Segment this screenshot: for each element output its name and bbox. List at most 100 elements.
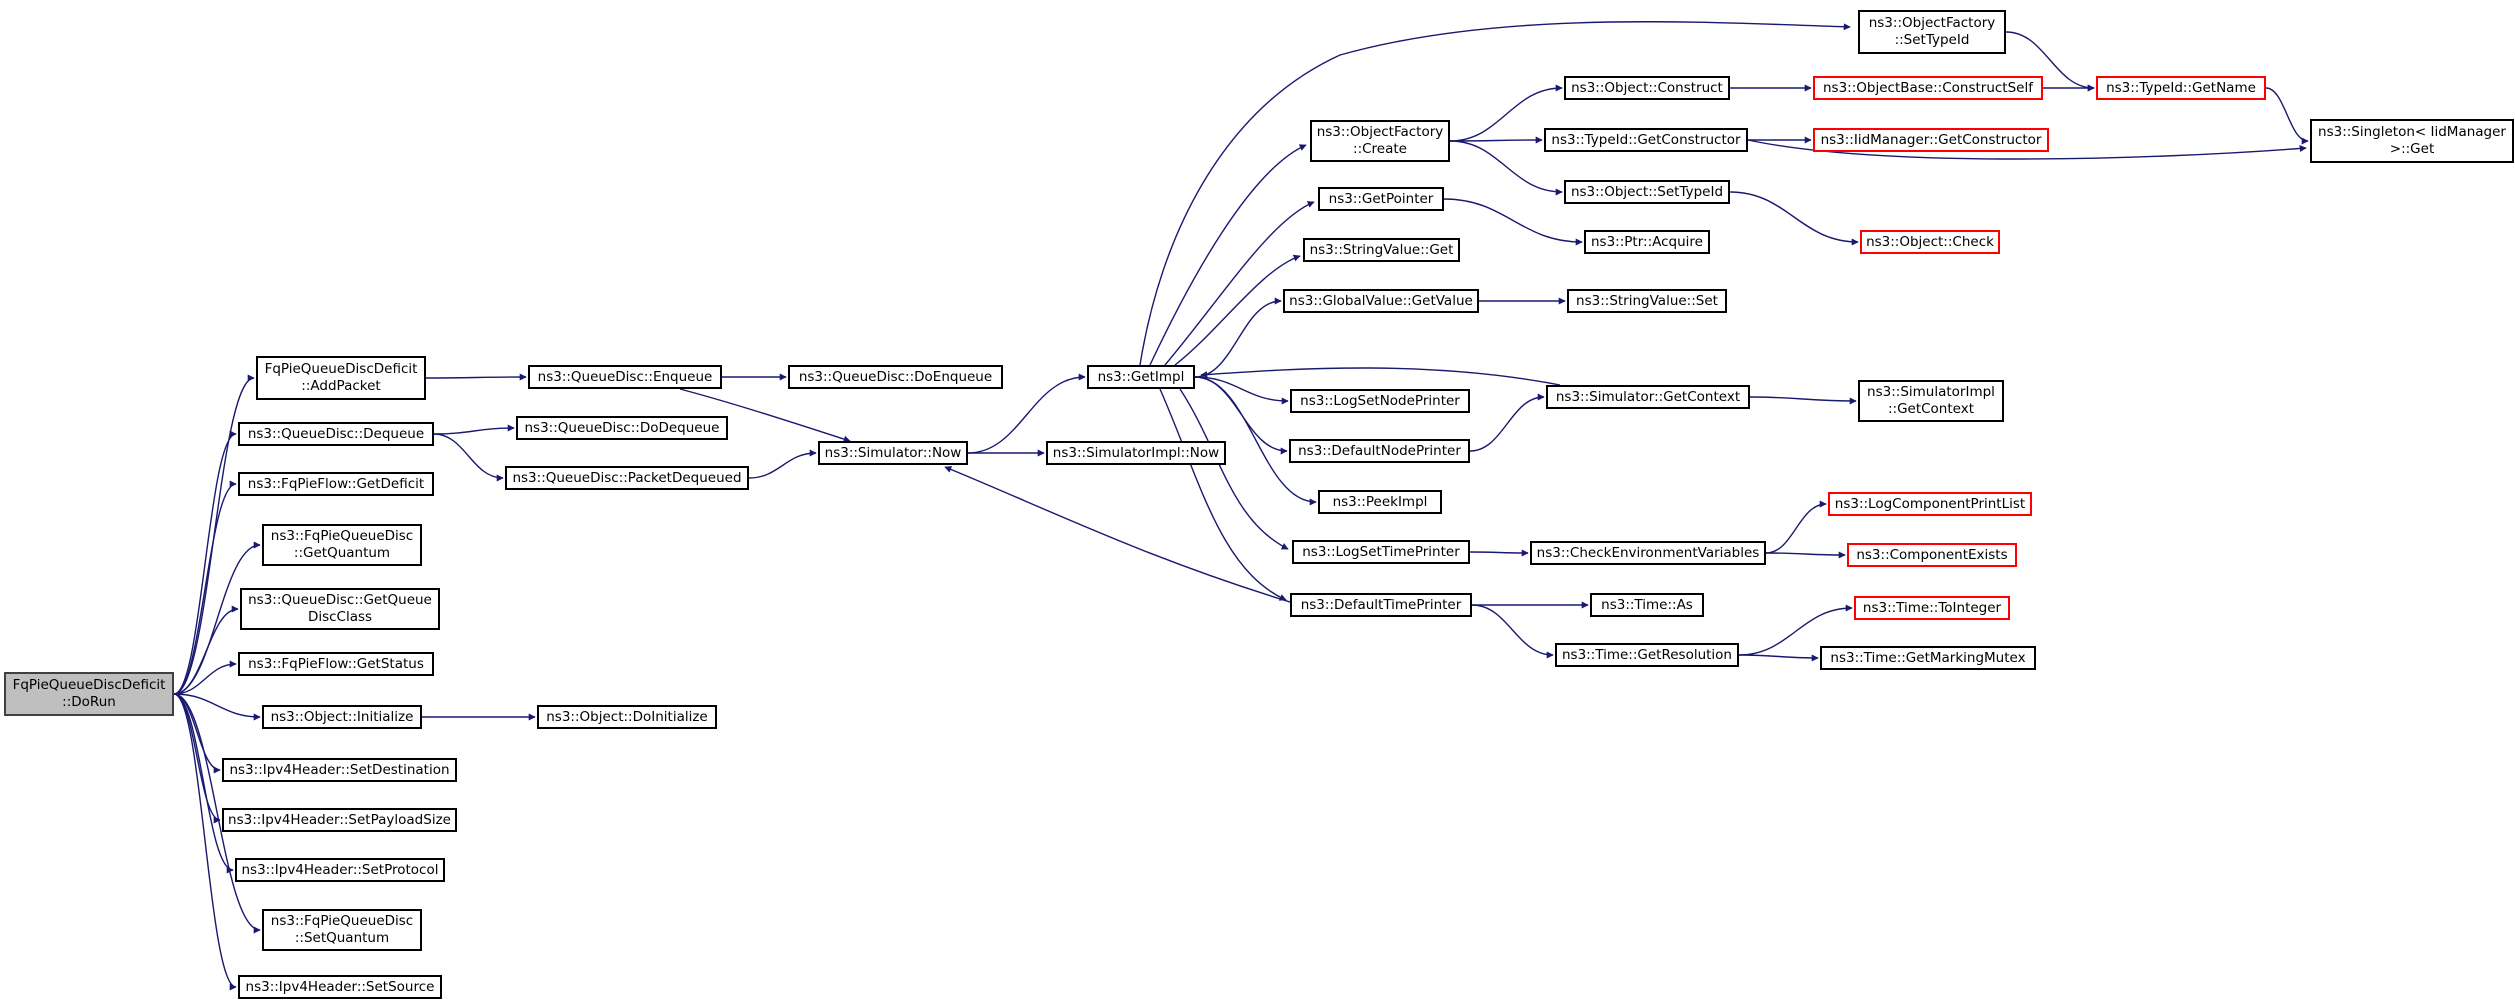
node-time-getresolution[interactable]: ns3::Time::GetResolution (1555, 643, 1739, 667)
node-getstatus[interactable]: ns3::FqPieFlow::GetStatus (238, 652, 434, 676)
node-label: ns3::StringValue::Set (1576, 292, 1718, 309)
node-simimpl-getcontext[interactable]: ns3::SimulatorImpl::GetContext (1858, 380, 2004, 422)
edge-checkenvvars-to-logcomponentprintlist (1765, 500, 1827, 554)
edge-sim-now-to-getimpl (967, 373, 1086, 454)
node-objfactory-settypeid[interactable]: ns3::ObjectFactory::SetTypeId (1858, 10, 2006, 54)
node-time-as[interactable]: ns3::Time::As (1590, 593, 1704, 617)
node-label: ::GetQuantum (293, 545, 391, 561)
node-checkenvvars[interactable]: ns3::CheckEnvironmentVariables (1530, 541, 1766, 565)
node-initialize[interactable]: ns3::Object::Initialize (262, 705, 422, 729)
node-objfactory-create[interactable]: ns3::ObjectFactory::Create (1310, 120, 1450, 162)
node-time-getmarkingmutex[interactable]: ns3::Time::GetMarkingMutex (1820, 646, 2036, 670)
node-typeid-getconstructor[interactable]: ns3::TypeId::GetConstructor (1544, 128, 1748, 152)
node-componentexists[interactable]: ns3::ComponentExists (1847, 543, 2017, 567)
node-setsource[interactable]: ns3::Ipv4Header::SetSource (238, 975, 442, 999)
node-label: ns3::LogSetNodePrinter (1300, 392, 1460, 409)
node-label: ns3::FqPieQueueDisc (270, 913, 414, 929)
node-label: ns3::ObjectFactory (1868, 15, 1996, 31)
node-ptr-acquire[interactable]: ns3::Ptr::Acquire (1584, 230, 1710, 254)
node-setprotocol[interactable]: ns3::Ipv4Header::SetProtocol (235, 858, 445, 882)
edge-defaultnodeprinter-to-sim-getcontext (1469, 393, 1545, 452)
edge-getimpl-to-objfactory-settypeid (1139, 21, 1851, 366)
node-qd-dodequeue[interactable]: ns3::QueueDisc::DoDequeue (516, 416, 728, 440)
node-getquantum[interactable]: ns3::FqPieQueueDisc::GetQuantum (262, 524, 422, 566)
edge-time-getresolution-to-time-tointeger (1738, 604, 1853, 656)
edge-root-to-qd-dequeue (173, 430, 237, 695)
edge-getimpl-to-logsettimeprinter (1179, 388, 1289, 550)
node-label: ns3::GetImpl (1097, 368, 1185, 385)
edge-object-settypeid-to-object-check (1729, 191, 1859, 246)
node-globalvalue-getvalue[interactable]: ns3::GlobalValue::GetValue (1283, 289, 1479, 313)
node-addpacket[interactable]: FqPieQueueDiscDeficit::AddPacket (256, 356, 426, 400)
node-stringvalue-set[interactable]: ns3::StringValue::Set (1567, 289, 1727, 313)
node-label: ::AddPacket (301, 378, 381, 394)
node-root[interactable]: FqPieQueueDiscDeficit::DoRun (4, 672, 174, 716)
node-setquantum[interactable]: ns3::FqPieQueueDisc::SetQuantum (262, 909, 422, 951)
node-object-settypeid[interactable]: ns3::Object::SetTypeId (1564, 180, 1730, 204)
node-label: ns3::FqPieQueueDisc (270, 528, 414, 544)
node-sim-getcontext[interactable]: ns3::Simulator::GetContext (1546, 385, 1750, 409)
node-peekimpl[interactable]: ns3::PeekImpl (1318, 490, 1442, 514)
node-setpayloadsize[interactable]: ns3::Ipv4Header::SetPayloadSize (222, 808, 457, 832)
node-obj-doinitialize[interactable]: ns3::Object::DoInitialize (537, 705, 717, 729)
node-stringvalue-get[interactable]: ns3::StringValue::Get (1303, 238, 1460, 262)
node-label: ns3::QueueDisc::Enqueue (537, 368, 713, 385)
node-singleton-get[interactable]: ns3::Singleton< IidManager >::Get (2310, 119, 2514, 163)
node-getimpl[interactable]: ns3::GetImpl (1087, 365, 1195, 389)
node-label: ns3::Ipv4Header::SetProtocol (241, 861, 439, 878)
node-defaultnodeprinter[interactable]: ns3::DefaultNodePrinter (1289, 439, 1470, 463)
node-label: ns3::Object::Construct (1571, 79, 1723, 96)
node-label: ns3::GetPointer (1328, 190, 1434, 207)
node-qd-doenqueue[interactable]: ns3::QueueDisc::DoEnqueue (788, 365, 1003, 389)
edge-getimpl-to-stringvalue-get (1174, 254, 1301, 366)
node-label: ns3::DefaultNodePrinter (1298, 442, 1461, 459)
node-getdeficit[interactable]: ns3::FqPieFlow::GetDeficit (238, 472, 434, 496)
node-label: ns3::QueueDisc::DoDequeue (524, 419, 720, 436)
node-label: ns3::QueueDisc::PacketDequeued (512, 469, 742, 486)
node-label: DiscClass (307, 609, 373, 625)
node-time-tointeger[interactable]: ns3::Time::ToInteger (1854, 596, 2010, 620)
node-label: ::Create (1353, 141, 1407, 157)
node-label: ns3::LogComponentPrintList (1834, 495, 2026, 512)
edge-root-to-setsource (173, 693, 237, 991)
node-label: ns3::FqPieFlow::GetDeficit (247, 475, 425, 492)
edge-root-to-getqueuediscclass (173, 605, 239, 695)
node-label: ns3::QueueDisc::GetQueue (248, 592, 432, 608)
node-object-check[interactable]: ns3::Object::Check (1860, 230, 2000, 254)
node-qd-enqueue[interactable]: ns3::QueueDisc::Enqueue (528, 365, 722, 389)
edge-root-to-getstatus (173, 660, 237, 695)
node-label: ns3::SimulatorImpl (1867, 384, 1995, 400)
node-iidmanager-getconstructor[interactable]: ns3::IidManager::GetConstructor (1813, 128, 2049, 152)
node-logsettimeprinter[interactable]: ns3::LogSetTimePrinter (1292, 540, 1470, 564)
node-logsetnodeprinter[interactable]: ns3::LogSetNodePrinter (1290, 389, 1470, 413)
edge-objfactory-create-to-object-construct (1449, 84, 1563, 142)
node-label: ns3::StringValue::Get (1309, 241, 1454, 258)
node-qd-packetdequeued[interactable]: ns3::QueueDisc::PacketDequeued (505, 466, 749, 490)
node-sim-now[interactable]: ns3::Simulator::Now (818, 441, 968, 465)
edge-getimpl-to-defaulttimeprinter (1159, 388, 1287, 601)
node-label: ns3::Time::GetResolution (1561, 646, 1732, 663)
node-getpointer[interactable]: ns3::GetPointer (1318, 187, 1444, 211)
node-label: ns3::Object::Initialize (270, 708, 414, 725)
node-label: ns3::Ipv4Header::SetPayloadSize (228, 811, 451, 828)
node-simimpl-now[interactable]: ns3::SimulatorImpl::Now (1046, 441, 1226, 465)
node-label: ns3::SimulatorImpl::Now (1052, 444, 1220, 461)
node-logcomponentprintlist[interactable]: ns3::LogComponentPrintList (1828, 492, 2032, 516)
node-objectbase-constructself[interactable]: ns3::ObjectBase::ConstructSelf (1813, 76, 2043, 100)
edge-addpacket-to-qd-enqueue (425, 373, 527, 381)
node-typeid-getname[interactable]: ns3::TypeId::GetName (2096, 76, 2266, 100)
node-label: ns3::Time::ToInteger (1862, 599, 2002, 616)
node-label: ns3::TypeId::GetConstructor (1551, 131, 1741, 148)
edge-objfactory-create-to-typeid-getconstructor (1449, 136, 1543, 144)
node-label: ns3::IidManager::GetConstructor (1820, 131, 2042, 148)
node-object-construct[interactable]: ns3::Object::Construct (1564, 76, 1730, 100)
node-qd-dequeue[interactable]: ns3::QueueDisc::Dequeue (238, 422, 434, 446)
node-label: ns3::Object::DoInitialize (546, 708, 708, 725)
node-label: ::SetQuantum (294, 930, 390, 946)
node-label: ns3::ObjectBase::ConstructSelf (1823, 79, 2033, 96)
edge-objfactory-settypeid-to-typeid-getname (2005, 31, 2095, 92)
node-setdestination[interactable]: ns3::Ipv4Header::SetDestination (222, 758, 457, 782)
node-label: ns3::GlobalValue::GetValue (1289, 292, 1473, 309)
node-defaulttimeprinter[interactable]: ns3::DefaultTimePrinter (1290, 593, 1472, 617)
